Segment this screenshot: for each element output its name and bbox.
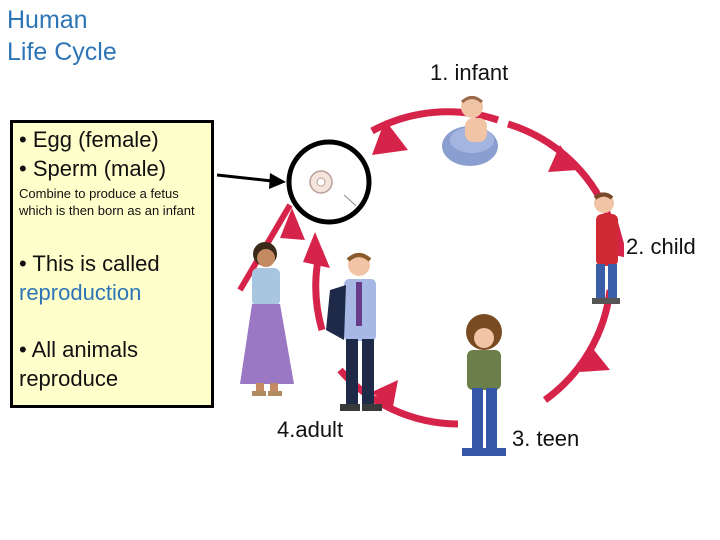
stage-label-child: 2. child: [624, 234, 698, 260]
info-animals: • All animals reproduce: [19, 337, 138, 391]
page-title: Human Life Cycle: [7, 4, 117, 68]
info-combine: Combine to produce a fetus which is then…: [19, 186, 195, 218]
infant-figure: [442, 96, 498, 166]
teen-figure: [462, 314, 506, 456]
man-figure: [326, 253, 382, 411]
woman-figure: [240, 242, 294, 396]
stage-label-adult: 4.adult: [277, 417, 344, 442]
title-line-1: Human: [7, 6, 88, 34]
child-figure: [592, 192, 620, 304]
info-called: • This is called reproduction: [19, 249, 205, 307]
stage-label-infant: 1. infant: [430, 60, 509, 85]
arrowhead-icon: [280, 208, 305, 240]
info-egg: • Egg (female): [19, 127, 159, 152]
egg-cell-icon: [286, 139, 372, 225]
info-called-prefix: • This is called: [19, 251, 160, 276]
stage-label-teen: 3. teen: [512, 426, 580, 451]
arrowhead-icon: [372, 120, 408, 155]
arrowhead-icon: [548, 145, 578, 172]
arrowhead-icon: [372, 380, 398, 412]
arrowhead-icon: [580, 345, 610, 372]
info-called-term: reproduction: [19, 280, 142, 305]
title-line-2: Life Cycle: [7, 38, 117, 66]
info-box: • Egg (female) • Sperm (male) Combine to…: [10, 120, 214, 408]
pointer-arrow: [216, 173, 286, 189]
info-sperm: • Sperm (male): [19, 156, 167, 181]
arrowhead-icon: [303, 232, 330, 268]
